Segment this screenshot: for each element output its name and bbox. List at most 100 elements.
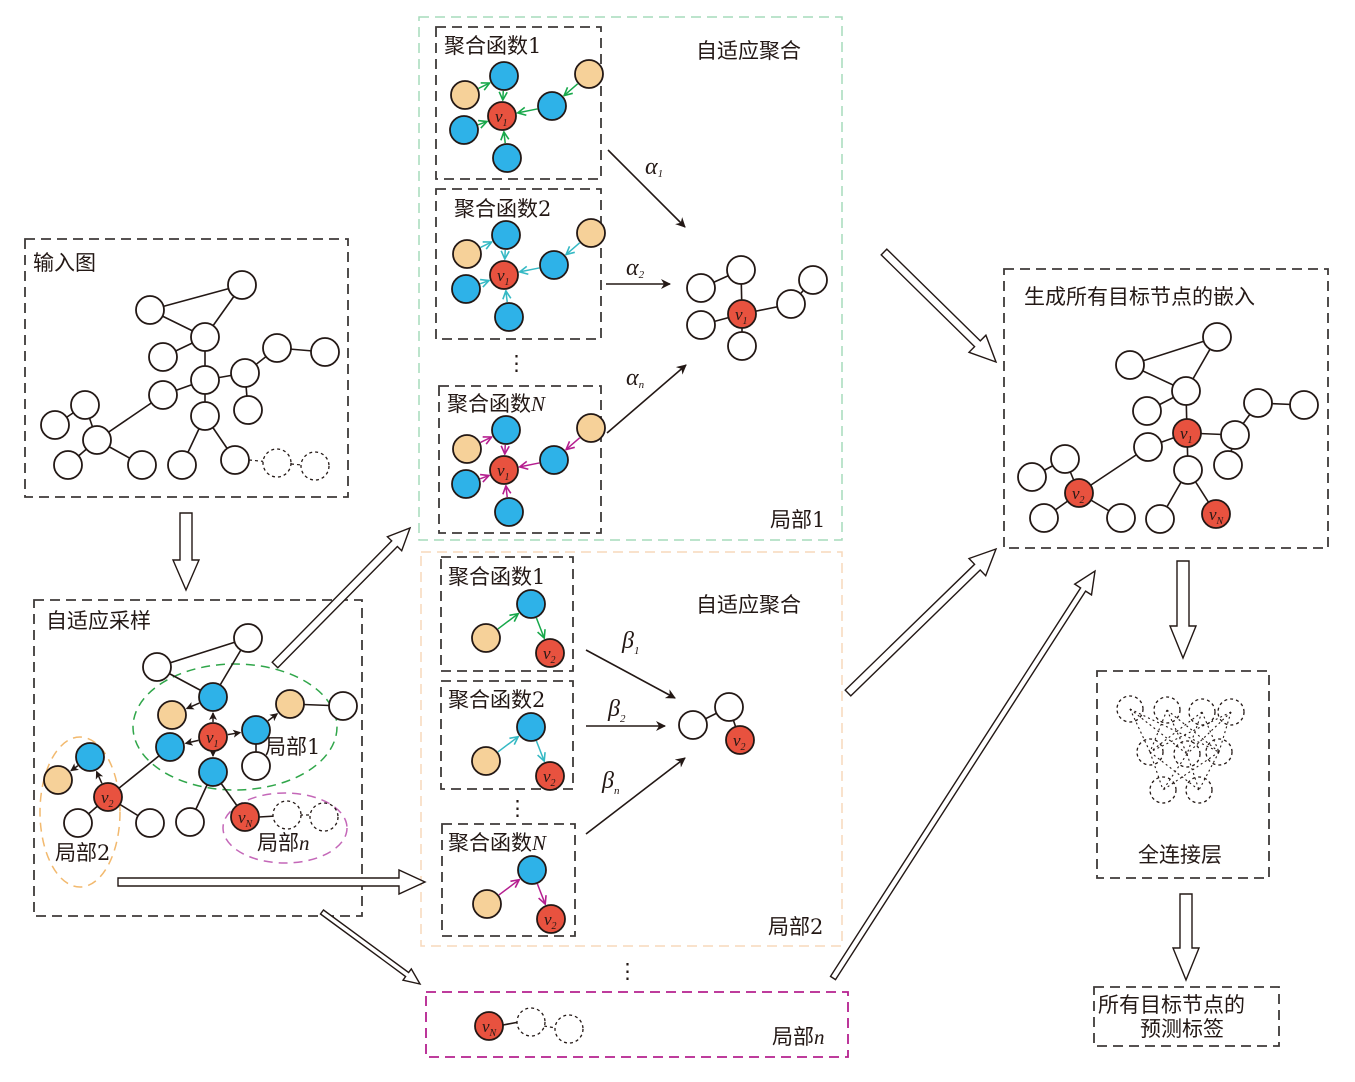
sampling-arrow [227,729,242,738]
part1-func2-node-neighbor [494,302,524,332]
part2-panel-box [420,551,843,947]
fc-neuron [1205,738,1233,766]
weight-beta-n-sub: n [614,785,620,797]
input-to-sampling-arrow [171,512,201,592]
weight-alpha-n-sub: n [639,379,645,391]
input-graph-title: 输入图 [33,251,96,275]
agg-func-1-box-part2 [440,556,574,672]
part1-funcN-arrow [506,486,507,498]
agg-func-n-box-part2 [441,823,576,937]
weight-beta-2: β2 [607,696,626,725]
part1-panel-box [418,16,843,541]
input-graph-node [310,337,340,367]
weight-beta-1: β1 [621,628,639,657]
sampling-arrow [70,763,80,772]
alpha1-arrow [607,149,686,228]
part2-result-target-v2: v2 [725,725,755,755]
fc-connection [1149,751,1164,791]
adaptive-sampling-title: 自适应采样 [46,609,151,633]
weight-beta-2-sub: 2 [620,713,626,725]
sampling-node-unsampled [272,800,302,830]
sampling-node [241,751,271,781]
input-graph-edge [290,463,303,466]
fc-layer-neurons [1116,695,1245,804]
sampling-arrow [185,702,200,710]
part2-funcN-target-v2-label: v2 [544,910,557,932]
fc-neuron [1136,738,1164,766]
fc-neuron [1217,698,1245,726]
fc-connection [1186,753,1200,791]
part1-func1-target-v1: v1 [487,101,517,131]
sampling-edge [156,637,249,668]
part1-funcN-node-neighbor [451,469,481,499]
part1-ellipsis: ⋮ [506,351,527,375]
part2-funcN-text: 聚合函数 [448,831,532,855]
part1-func1-node-neighbor [449,115,479,145]
part1-func2-arrow [520,268,540,272]
part1-result-node [686,310,716,340]
input-graph-edge [149,284,243,311]
sampling-partn-label: 局部n [257,831,310,855]
part1-result-target-v1: v1 [727,299,757,329]
part1-funcN-arrow [479,476,489,479]
input-graph-node [262,333,292,363]
part2-funcN-node-2hop [472,889,502,919]
part2-func1-target-v2-label: v2 [543,644,556,666]
partn-corner-var: n [814,1025,825,1049]
agg-func-1-box-part1 [435,26,602,180]
part2-func1-node-2hop [471,623,501,653]
target-node-vN: vN [230,802,260,832]
weight-alpha-1-symbol: α [645,154,658,180]
part1-func2-arrow [479,281,489,284]
sampling-node-neighbor [155,732,185,762]
fc-neuron [1149,776,1177,804]
part2-func1-target-v2: v2 [535,638,565,668]
part1-func2-node-neighbor [451,274,481,304]
part2-funcN-node-neighbor [517,855,547,885]
embedding-node [1132,396,1162,426]
weight-alpha-2-symbol: α [626,255,639,281]
weight-beta-n: βn [601,768,620,797]
sampling-node [175,807,205,837]
embedding-target-v1: v1 [1172,418,1202,448]
fc-neuron [1173,740,1201,768]
embedding-node [1243,388,1273,418]
partn-to-embedding-arrow [829,569,1096,981]
embedding-title: 生成所有目标节点的嵌入 [1024,285,1255,309]
embedding-to-fc-arrow [1168,560,1198,660]
part2-func1-arrow [535,617,544,638]
part2-corner-label: 局部2 [768,915,823,939]
partn-target-vN: vN [474,1011,504,1041]
part1-result-node [798,265,828,295]
part1-funcN-var: N [530,392,546,416]
part2-func2-node-2hop [471,746,501,776]
agg-func-2-box-part1 [435,188,602,340]
fc-neuron [1153,696,1181,724]
part1-func1-arrow [564,83,579,96]
part1-funcN-node-neighbor [539,445,569,475]
fc-connection [1201,711,1220,753]
part2-funcN-var: N [531,831,547,855]
sampling-node-neighbor [75,742,105,772]
part1-func2-target-v1: v1 [489,260,519,290]
embedding-node [1145,504,1175,534]
part2-func1-label: 聚合函数1 [448,565,545,589]
sampling-ellipses [39,663,348,888]
part1-funcN-label: 聚合函数N [447,392,546,416]
part1-func1-label: 聚合函数1 [444,34,541,58]
part2-to-embedding-arrow [844,547,998,697]
part1-result-node [776,289,806,319]
part1-func2-node-2hop [452,239,482,269]
input-graph-node [230,358,260,388]
beta1-arrow [585,649,676,699]
part1-func1-node-neighbor [489,61,519,91]
input-graph-node [127,450,157,480]
part1-func2-label: 聚合函数2 [454,197,551,221]
fc-connection [1186,711,1232,755]
part1-func1-arrow [504,132,505,144]
weight-beta-1-sub: 1 [634,645,640,657]
sampling-to-part1-arrow [271,526,412,669]
partn-ellipse [222,792,348,864]
part2-funcN-target-v2: v2 [536,904,566,934]
